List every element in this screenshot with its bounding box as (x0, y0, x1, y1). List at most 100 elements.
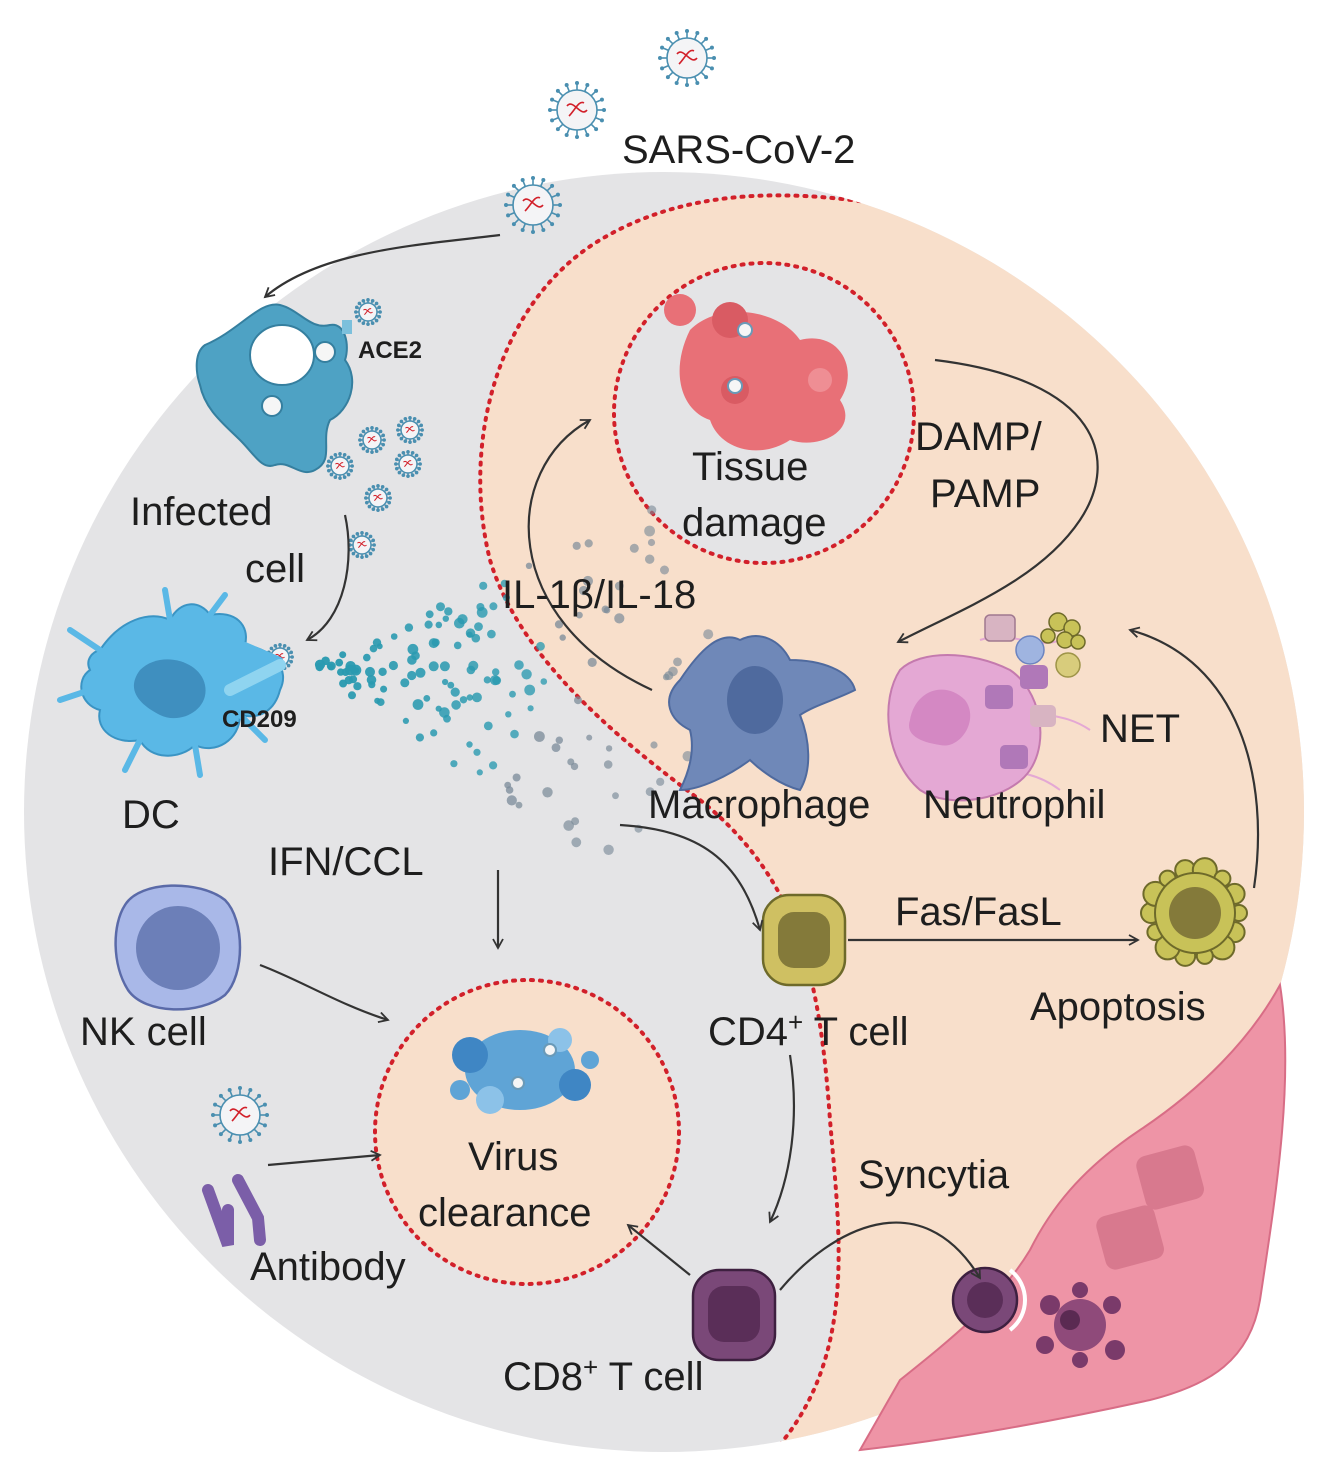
virus-spike-tip (358, 442, 363, 447)
virus-icon (326, 452, 354, 480)
label-syncytia: Syncytia (858, 1153, 1010, 1197)
virus-icon (396, 416, 424, 444)
cytokine-dot (472, 692, 482, 703)
arrows (259, 233, 1260, 1291)
label-il1b-il18: IL-1β/IL-18 (502, 573, 696, 617)
virus-spike-tip (660, 45, 665, 50)
cytokine-dot (400, 678, 410, 688)
cytokine-dot (650, 741, 658, 749)
cytokine-dot (450, 760, 458, 768)
cytokine-dot (542, 787, 553, 798)
cytokine-dot (536, 641, 545, 651)
virus-spike-tip (377, 314, 382, 319)
arrow-antibody-to-clearance (267, 1149, 382, 1167)
virus-capsid (358, 302, 378, 322)
virus-spike-tip (520, 178, 525, 183)
cytokine-dot (315, 663, 324, 672)
cytokine-dot (668, 666, 678, 677)
label-virus: Virus (468, 1135, 558, 1179)
virus-spike-tip (674, 31, 679, 36)
t-cell-icon (761, 893, 847, 987)
virus-spike-tip (594, 88, 599, 93)
virus-spike-tip (370, 426, 374, 430)
cytokine-dot (439, 707, 450, 718)
virus-clearance-zone (373, 978, 681, 1286)
virus-spike-tip (575, 135, 579, 139)
virus-clearance-fill (375, 980, 679, 1284)
virus-spike-tip (269, 646, 274, 651)
virus-spike-tip (351, 534, 356, 539)
virus-icon (348, 531, 376, 559)
virus-spike-tip (396, 428, 400, 432)
virus-spike-tip (289, 659, 294, 664)
cytokine-dot (348, 691, 356, 700)
label-sars-cov-2: SARS-CoV-2 (622, 128, 855, 172)
cytokine-dot (466, 631, 473, 638)
virus-spike-tip (384, 487, 389, 492)
virus-spike-tip (594, 127, 599, 132)
label-dc: DC (122, 793, 180, 837)
virus-spike-tip (354, 314, 359, 319)
cytokine-dot (489, 602, 498, 611)
virus-spike-tip (374, 318, 379, 323)
cytokine-dot (559, 634, 566, 641)
virus-spike-tip (282, 643, 287, 648)
virus-rna (405, 426, 415, 434)
virus-spike-tip (371, 507, 376, 512)
arrow-macrophage-to-tissue (527, 419, 653, 691)
virus-spike-tip (414, 470, 419, 475)
apoptotic-cell-icon (1140, 857, 1248, 967)
internal-virus (261, 395, 283, 417)
virus-spike-tip (364, 491, 369, 496)
virus-spike-tip (599, 118, 604, 123)
virus-spike-tip (218, 1132, 223, 1137)
syncytium-fragments (1036, 1282, 1125, 1368)
cytokine-dot (512, 773, 521, 782)
virus-icon (354, 298, 382, 326)
t-cell-icon (691, 1268, 777, 1362)
cytokine-dot (534, 731, 545, 742)
cytokine-dot (451, 700, 461, 710)
label-pamp: PAMP (930, 472, 1040, 516)
virus-spike-tip (355, 554, 360, 559)
virus-capsid (362, 430, 382, 450)
virus-spike-tip (357, 301, 362, 306)
cytokine-dot (662, 673, 670, 681)
cytokine-dot (567, 758, 575, 766)
cytokine-dot (514, 660, 524, 670)
label-nk-cell: NK cell (80, 1010, 207, 1054)
macrophage-icon (668, 635, 857, 792)
virus-spike-tip (550, 118, 555, 123)
virus-spike-tip (417, 457, 422, 462)
virus-spike-tip (346, 455, 351, 460)
label-neutrophil: Neutrophil (923, 783, 1105, 827)
virus-spike-tip (349, 459, 354, 464)
virus-spike-tip (361, 321, 366, 326)
virus-spike-tip (520, 227, 525, 232)
cytokine-dot (474, 622, 483, 631)
virus-spike-tip (377, 305, 382, 310)
virus-spike-tip (354, 310, 358, 314)
virus-spike-tip (712, 56, 716, 60)
virus-spike-tip (361, 429, 366, 434)
cytokine-dot (430, 729, 438, 737)
virus-spike-tip (342, 452, 347, 457)
cytokine-dot (378, 667, 387, 676)
cytokine-dot (563, 820, 574, 831)
virus-spike-tip (354, 305, 359, 310)
cytokine-dot (483, 721, 493, 731)
virus-icon (504, 176, 562, 234)
label-cd8-t-cell: CD8+ T cell (503, 1352, 703, 1399)
virus-spike-tip (531, 176, 535, 180)
virus-icon (364, 484, 392, 512)
cd8-suffix: T cell (598, 1355, 703, 1399)
virus-spike-tip (555, 192, 560, 197)
virus-spike-tip (351, 551, 356, 556)
label-infected: Infected (130, 490, 272, 534)
virus-spike-tip (387, 491, 392, 496)
syncytium-icon (858, 981, 1287, 1452)
cytokine-dot (509, 690, 516, 698)
virus-spike-tip (695, 80, 700, 85)
arrow-cytokine-to-cd4 (619, 823, 764, 932)
cleared-virus-icon (450, 1028, 599, 1114)
